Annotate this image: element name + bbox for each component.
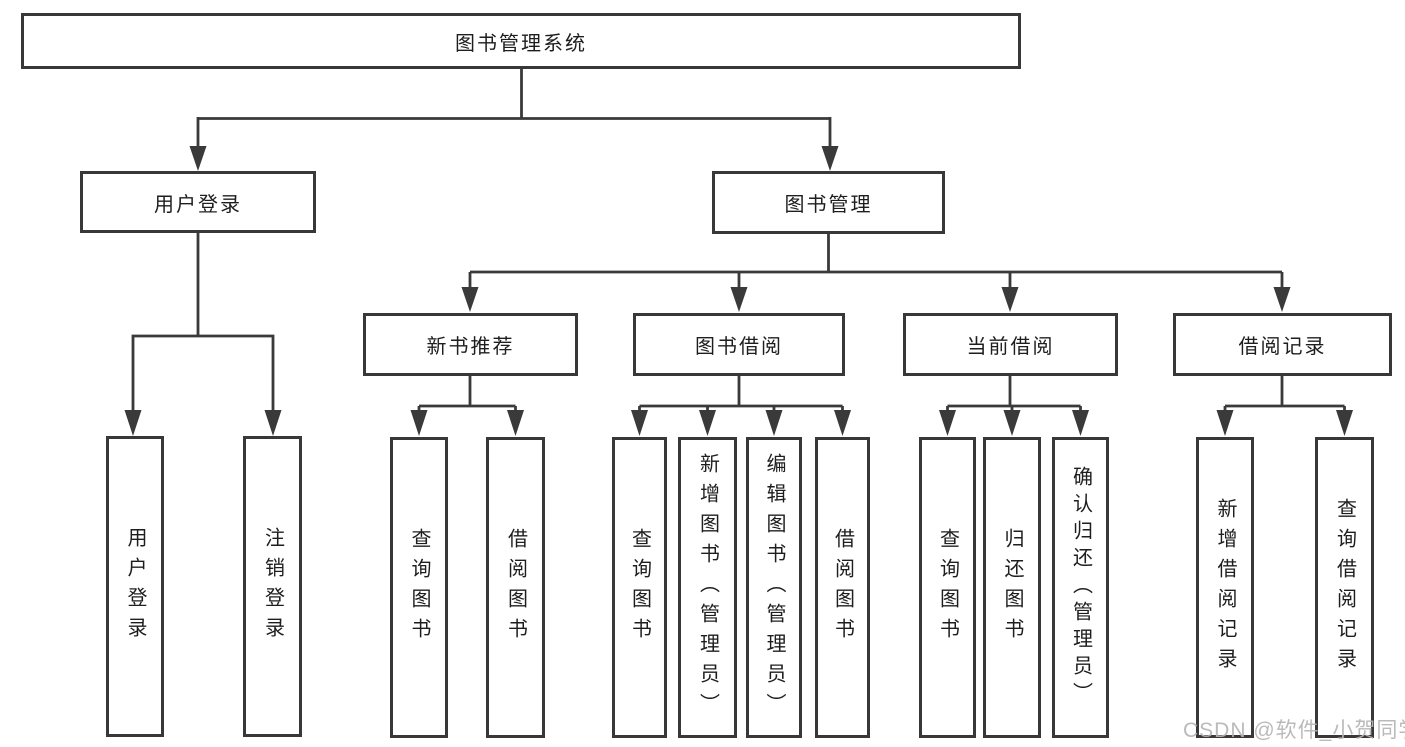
leaf-cb-return-books-label: 归还图书 [1001, 527, 1023, 648]
node-user-login-label: 用户登录 [154, 193, 242, 216]
node-book-management: 图书管理 [712, 171, 945, 234]
node-book-management-label: 图书管理 [784, 194, 873, 216]
csdn-watermark: CSDN @软件_小贺同学 [1183, 719, 1405, 742]
leaf-bb-borrow-books: 借阅图书 [815, 437, 870, 738]
leaf-bb-borrow-books-label: 借阅图书 [831, 527, 854, 648]
node-new-book-recommend: 新书推荐 [363, 313, 578, 376]
leaf-cb-query-books: 查询图书 [919, 437, 976, 738]
node-root-label: 图书管理系统 [455, 32, 587, 55]
leaf-cb-return-books: 归还图书 [983, 437, 1041, 738]
node-current-borrow-label: 当前借阅 [966, 336, 1055, 358]
leaf-bb-edit-books-admin-label: 编辑图书（管理员） [763, 452, 785, 723]
leaf-bb-query-books-label: 查询图书 [628, 527, 651, 648]
leaf-bb-edit-books-admin: 编辑图书（管理员） [746, 437, 802, 738]
node-borrow-record: 借阅记录 [1173, 313, 1392, 376]
leaf-br-query-record: 查询借阅记录 [1315, 437, 1374, 738]
leaf-nbr-query-books: 查询图书 [390, 437, 448, 738]
leaf-logout-label: 注销登录 [261, 526, 284, 647]
leaf-user-login: 用户登录 [106, 436, 164, 737]
leaf-cb-confirm-return-admin: 确认归还（管理员） [1052, 437, 1109, 738]
leaf-br-query-record-label: 查询借阅记录 [1333, 497, 1356, 678]
leaf-bb-add-books-admin-label: 新增图书（管理员） [696, 452, 719, 723]
node-new-book-recommend-label: 新书推荐 [426, 336, 515, 358]
node-book-borrow: 图书借阅 [633, 313, 845, 376]
leaf-cb-query-books-label: 查询图书 [936, 527, 959, 648]
leaf-logout: 注销登录 [243, 436, 302, 737]
leaf-cb-confirm-return-admin-label: 确认归还（管理员） [1069, 466, 1092, 709]
leaf-nbr-borrow-books: 借阅图书 [486, 437, 545, 738]
leaf-bb-query-books: 查询图书 [612, 437, 667, 738]
leaf-br-add-record-label: 新增借阅记录 [1214, 497, 1236, 678]
leaf-nbr-query-books-label: 查询图书 [408, 527, 430, 648]
node-root-library-system: 图书管理系统 [21, 13, 1021, 69]
node-current-borrow: 当前借阅 [903, 313, 1118, 376]
node-book-borrow-label: 图书借阅 [695, 336, 783, 358]
node-user-login: 用户登录 [80, 171, 316, 233]
node-borrow-record-label: 借阅记录 [1238, 336, 1327, 358]
leaf-user-login-label: 用户登录 [124, 526, 146, 647]
leaf-bb-add-books-admin: 新增图书（管理员） [678, 437, 737, 738]
leaf-nbr-borrow-books-label: 借阅图书 [504, 527, 527, 648]
leaf-br-add-record: 新增借阅记录 [1196, 437, 1254, 738]
